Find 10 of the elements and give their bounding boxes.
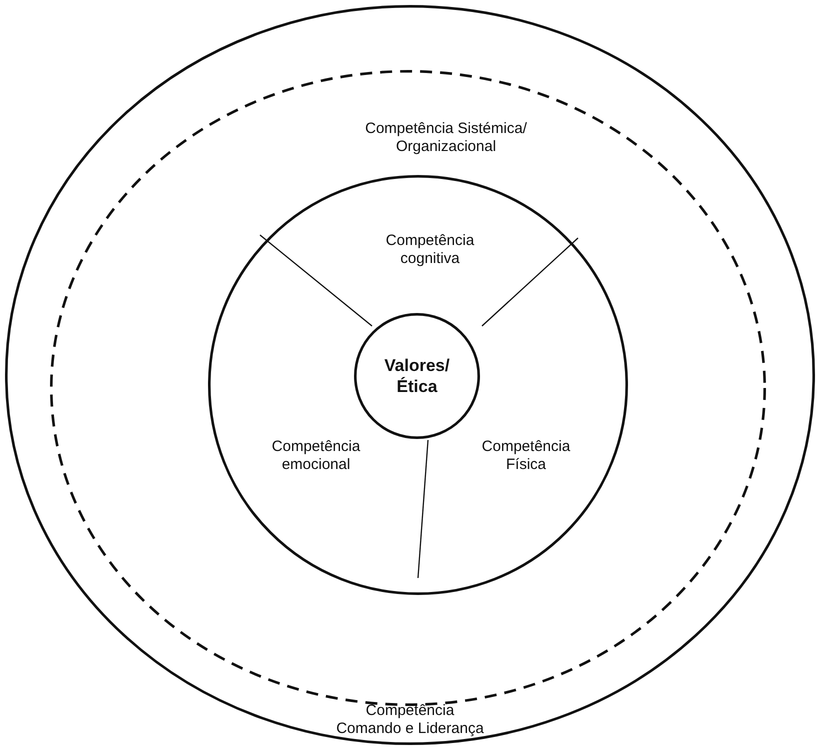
dashed-ellipse [50,70,766,706]
ring-label: Competência Comando e Liderança [335,702,485,738]
sector-label: Competência cognitiva [370,232,490,268]
center-circle [354,313,480,439]
ring-label: Competência Sistémica/ Organizacional [364,120,528,156]
sector-label: Competência emocional [256,438,376,474]
inner-circle [208,175,628,595]
center-label: Valores/ Ética [383,355,451,397]
sector-label: Competência Física [466,438,586,474]
outer-ellipse [5,5,815,745]
